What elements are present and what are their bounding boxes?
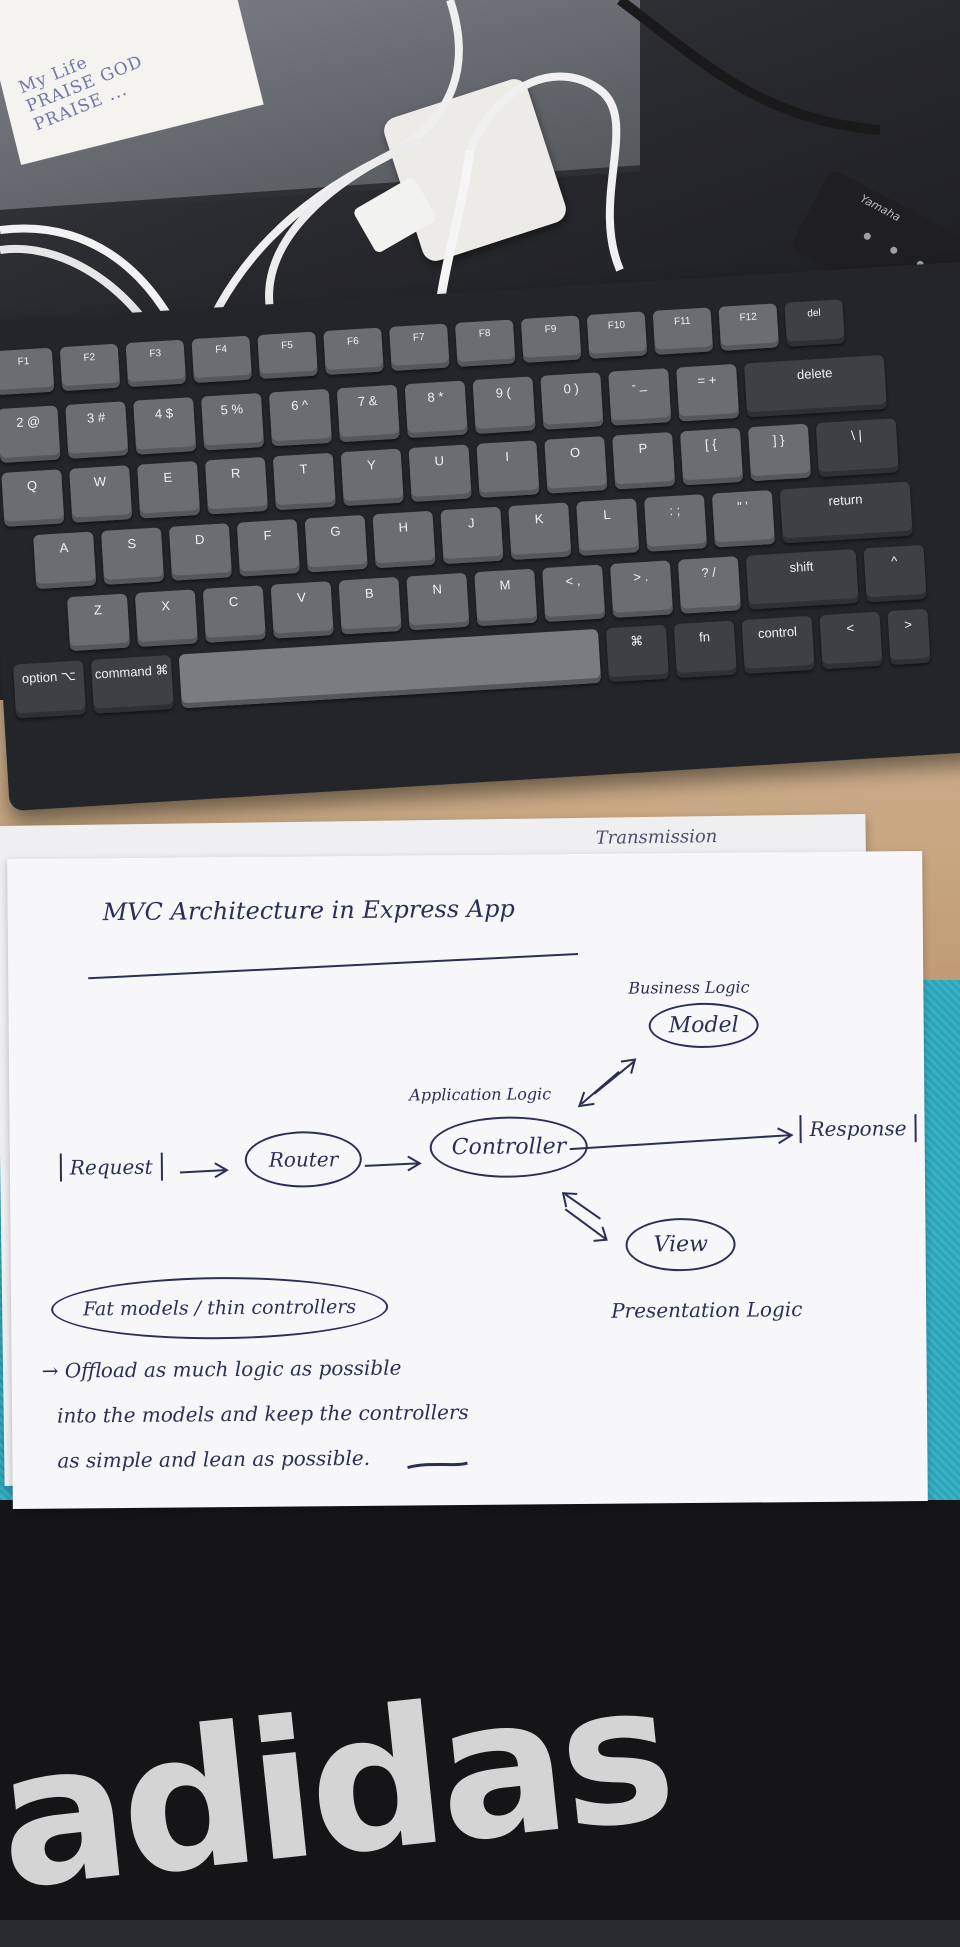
key: < (819, 611, 883, 670)
key: F7 (389, 323, 450, 371)
key: F11 (652, 307, 714, 355)
key: 8 * (404, 380, 468, 439)
key: = + (676, 363, 740, 422)
key: M (474, 568, 538, 627)
key: F (236, 519, 300, 577)
key: 9 ( (472, 376, 536, 434)
key: " ' (711, 489, 776, 548)
key: ⌘ (605, 624, 670, 683)
key: \ | (815, 418, 899, 478)
key: K (508, 502, 572, 560)
key: X (134, 589, 199, 647)
space-key (178, 628, 602, 709)
page-title: MVC Architecture in Express App (102, 894, 515, 927)
key: F6 (323, 327, 384, 375)
key: delete (743, 354, 887, 418)
diagram-lines (88, 953, 794, 1469)
key: G (304, 514, 368, 573)
key: ? / (677, 556, 742, 614)
key: option ⌥ (12, 660, 87, 719)
key: F8 (454, 319, 516, 367)
key: del (784, 299, 845, 347)
key: F5 (257, 331, 318, 380)
key: > . (609, 560, 674, 618)
view-caption: Presentation Logic (611, 1297, 803, 1323)
key: T (272, 452, 336, 511)
note-line-2: into the models and keep the controllers (56, 1399, 469, 1428)
key: 5 % (200, 392, 265, 451)
key: N (406, 572, 470, 631)
key: L (576, 498, 640, 556)
key: F12 (718, 303, 780, 351)
key: 0 ) (540, 372, 604, 430)
back-sheet-text: Transmission (595, 826, 718, 849)
key: 4 $ (133, 397, 197, 455)
key: A (33, 531, 97, 590)
key: F3 (125, 339, 187, 388)
key: : ; (643, 494, 708, 552)
key: F1 (0, 347, 55, 396)
note-line-3: as simple and lean as possible. (57, 1445, 371, 1473)
key: P (612, 431, 676, 490)
key: F10 (586, 311, 648, 359)
key: F2 (59, 343, 121, 392)
key: E (137, 461, 201, 519)
key: W (69, 465, 133, 523)
mechanical-keyboard: F1 F2 F3 F4 F5 F6 F7 F8 F9 F10 F11 F12 d… (0, 260, 960, 812)
key: 3 # (65, 401, 129, 459)
key: I (476, 440, 540, 498)
key: ^ (863, 544, 927, 603)
request-node: Request (59, 1152, 163, 1182)
key: command ⌘ (90, 654, 174, 714)
key: J (440, 506, 504, 565)
key: [ { (679, 427, 744, 486)
model-caption: Business Logic (628, 977, 750, 998)
key: 7 & (336, 384, 400, 443)
key: H (372, 510, 436, 569)
key: Z (66, 593, 131, 652)
key: V (270, 581, 334, 639)
key: Q (1, 469, 65, 527)
note-line-1: → Offload as much logic as possible (41, 1355, 402, 1383)
key: D (168, 523, 233, 581)
key: shift (745, 548, 859, 610)
key: C (202, 585, 266, 643)
controller-caption: Application Logic (409, 1084, 552, 1105)
key: fn (673, 620, 737, 679)
key: R (204, 456, 269, 515)
key: 2 @ (0, 405, 61, 464)
key: 6 ^ (268, 388, 333, 447)
black-shirt (0, 1500, 960, 1920)
key: ] } (747, 423, 812, 482)
handwritten-paper: MVC Architecture in Express App Business… (7, 851, 928, 1509)
key: control (741, 615, 815, 674)
key: > (887, 608, 931, 666)
key: F9 (520, 315, 582, 363)
key: Y (340, 448, 404, 507)
key: U (408, 444, 472, 502)
response-node: Response (799, 1114, 917, 1144)
key: < , (542, 564, 606, 623)
key: - _ (608, 368, 672, 426)
key: O (544, 436, 608, 494)
key: return (779, 481, 913, 544)
key: F4 (191, 335, 253, 384)
key: B (338, 576, 402, 635)
key: S (100, 527, 165, 585)
